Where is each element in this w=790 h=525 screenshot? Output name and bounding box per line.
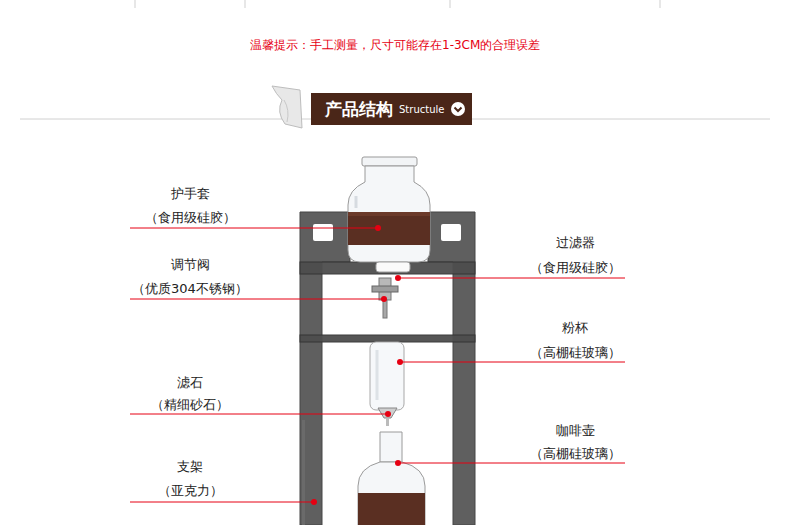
paper-curl bbox=[272, 86, 302, 128]
coffee-pot bbox=[358, 432, 425, 525]
part-material: （优质304不锈钢） bbox=[132, 282, 248, 297]
part-material: （食用级硅胶） bbox=[145, 211, 236, 226]
banner-subtitle: Structule bbox=[399, 104, 444, 115]
part-name: 过滤器 bbox=[556, 236, 595, 251]
part-name: 调节阀 bbox=[171, 258, 210, 273]
part-name: 支架 bbox=[177, 460, 203, 475]
chevron-icon bbox=[450, 101, 466, 117]
title-banner: 产品结构 Structule bbox=[311, 93, 472, 125]
part-name: 咖啡壶 bbox=[556, 424, 595, 439]
part-name: 滤石 bbox=[177, 376, 203, 391]
part-name: 护手套 bbox=[171, 187, 210, 202]
part-material: （亚克力） bbox=[158, 484, 223, 499]
callout-dots bbox=[311, 225, 403, 505]
part-material: （食用级硅胶） bbox=[530, 261, 621, 276]
part-material: （高棚硅玻璃） bbox=[530, 447, 621, 462]
note: 温馨提示：手工测量，尺寸可能存在1-3CM的合理误差 bbox=[250, 39, 540, 53]
powder-cup bbox=[370, 342, 404, 426]
paper-curl-fold bbox=[284, 100, 288, 122]
leader-lines bbox=[130, 228, 625, 502]
top-dividers bbox=[135, 0, 660, 8]
water-jar bbox=[348, 157, 430, 262]
filter-valve bbox=[372, 262, 410, 318]
stand-edge bbox=[302, 420, 305, 525]
banner-title: 产品结构 bbox=[325, 98, 393, 121]
part-material: （高棚硅玻璃） bbox=[530, 346, 621, 361]
part-material: （精细砂石） bbox=[151, 398, 229, 413]
part-name: 粉杯 bbox=[562, 321, 588, 336]
